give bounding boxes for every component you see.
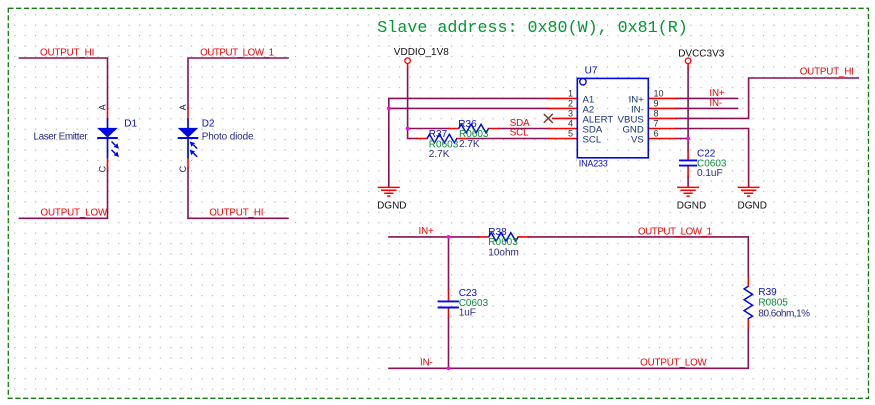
svg-text:R0603: R0603 (429, 140, 459, 151)
svg-text:1uF: 1uF (459, 308, 476, 319)
svg-text:INA233: INA233 (579, 158, 608, 168)
svg-text:OUTPUT_HI: OUTPUT_HI (40, 47, 94, 58)
svg-text:IN+: IN+ (629, 94, 645, 105)
svg-text:R0805: R0805 (758, 298, 788, 309)
svg-text:D1: D1 (124, 119, 137, 130)
svg-text:SCL: SCL (583, 134, 602, 145)
svg-text:IN+: IN+ (709, 88, 724, 99)
svg-text:A1: A1 (583, 94, 595, 105)
svg-text:IN-: IN- (631, 104, 644, 115)
svg-text:R39: R39 (758, 287, 777, 298)
svg-text:OUTPUT_LOW_1: OUTPUT_LOW_1 (638, 227, 712, 238)
svg-text:IN-: IN- (420, 357, 433, 368)
svg-text:Laser Emitter: Laser Emitter (34, 131, 89, 142)
svg-text:DGND: DGND (377, 201, 406, 212)
svg-text:0.1uF: 0.1uF (697, 168, 723, 179)
svg-text:C0603: C0603 (697, 158, 727, 169)
svg-text:10ohm: 10ohm (488, 247, 519, 258)
svg-text:2.7K: 2.7K (429, 149, 450, 160)
svg-text:IN+: IN+ (419, 226, 434, 237)
svg-text:A: A (178, 104, 188, 110)
svg-text:SDA: SDA (583, 124, 603, 135)
svg-text:C23: C23 (459, 288, 478, 299)
svg-text:4: 4 (568, 119, 573, 129)
svg-text:OUTPUT_HI: OUTPUT_HI (209, 207, 263, 218)
svg-text:C0603: C0603 (459, 298, 489, 309)
svg-text:9: 9 (654, 98, 659, 108)
svg-text:C22: C22 (697, 149, 716, 160)
svg-text:DGND: DGND (737, 201, 766, 212)
svg-text:OUTPUT_LOW: OUTPUT_LOW (640, 357, 707, 368)
svg-text:A: A (97, 104, 107, 110)
svg-text:R38: R38 (488, 227, 507, 238)
svg-text:80.6ohm,1%: 80.6ohm,1% (758, 308, 810, 319)
svg-text:1: 1 (568, 88, 573, 98)
svg-text:SDA: SDA (510, 118, 530, 129)
svg-text:7: 7 (654, 119, 659, 129)
svg-text:IN-: IN- (709, 98, 722, 109)
svg-text:VS: VS (631, 134, 644, 145)
svg-text:Photo diode: Photo diode (202, 131, 254, 142)
svg-text:OUTPUT_LOW: OUTPUT_LOW (41, 207, 108, 218)
svg-text:GND: GND (622, 124, 643, 135)
svg-text:A2: A2 (583, 104, 595, 115)
svg-text:10: 10 (654, 88, 664, 98)
svg-text:C: C (97, 165, 107, 172)
svg-text:Slave address: 0x80(W), 0x81(R: Slave address: 0x80(W), 0x81(R) (377, 19, 687, 38)
svg-text:OUTPUT_HI: OUTPUT_HI (800, 67, 854, 78)
svg-text:6: 6 (654, 129, 659, 139)
svg-text:R0603: R0603 (488, 237, 518, 248)
svg-text:R0603: R0603 (459, 129, 489, 140)
svg-text:ALERT: ALERT (583, 114, 614, 125)
svg-text:VBUS: VBUS (618, 114, 644, 125)
svg-text:5: 5 (568, 129, 573, 139)
svg-text:U7: U7 (585, 66, 598, 77)
svg-text:DGND: DGND (677, 201, 706, 212)
svg-text:2.7K: 2.7K (459, 139, 480, 150)
svg-text:2: 2 (568, 98, 573, 108)
svg-text:DVCC3V3: DVCC3V3 (678, 48, 725, 59)
svg-text:R36: R36 (458, 119, 477, 130)
svg-text:VDDIO_1V8: VDDIO_1V8 (394, 47, 449, 58)
svg-text:8: 8 (654, 108, 659, 118)
svg-text:C: C (178, 165, 188, 172)
svg-text:SCL: SCL (510, 128, 529, 139)
svg-text:R37: R37 (429, 129, 448, 140)
svg-text:OUTPUT_LOW_1: OUTPUT_LOW_1 (200, 47, 274, 58)
svg-text:D2: D2 (202, 119, 215, 130)
svg-text:3: 3 (568, 108, 573, 118)
